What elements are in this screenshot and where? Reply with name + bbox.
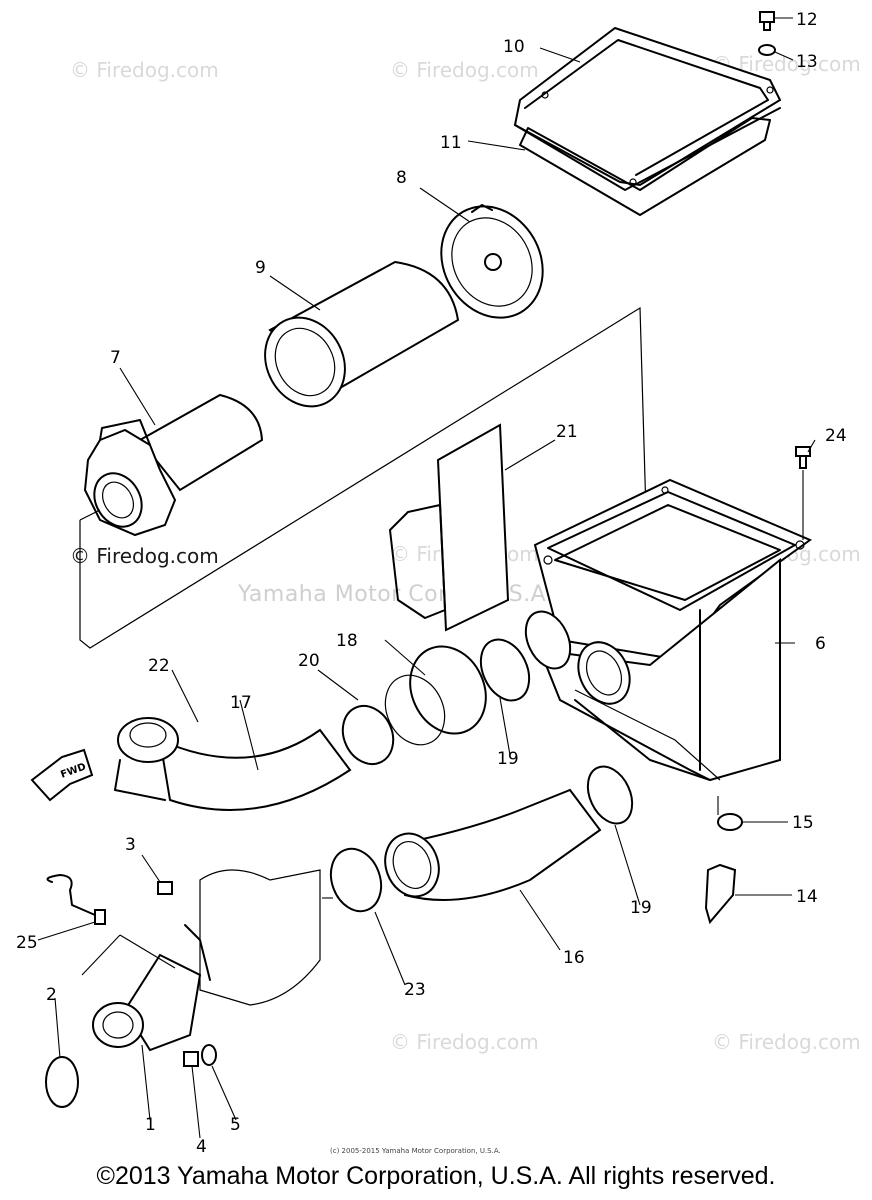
watermark-bottom-center: © Firedog.com — [390, 1030, 539, 1054]
part-1-carburetor-joint — [92, 869, 321, 1052]
part-18-joint — [409, 645, 487, 735]
part-24-bolt — [795, 446, 811, 540]
part-19-clamp-lower — [586, 765, 634, 825]
part-4-nut — [183, 1051, 199, 1067]
callout-22: 22 — [148, 656, 170, 676]
part-14-drain — [704, 863, 737, 925]
callout-15: 15 — [792, 813, 814, 833]
callout-10: 10 — [503, 37, 525, 57]
callout-12: 12 — [796, 10, 818, 30]
part-16-duct — [393, 788, 602, 901]
fwd-arrow: FWD — [30, 748, 94, 802]
part-6-airbox-case — [533, 478, 813, 782]
part-15-clip — [717, 813, 743, 831]
leader-lines — [37, 17, 816, 1139]
callout-11: 11 — [440, 133, 462, 153]
part-8-filter-cap — [440, 204, 544, 319]
callout-numbers: 12 13 10 11 8 9 7 21 24 6 18 22 20 17 19… — [16, 10, 847, 1157]
part-23-clamp — [329, 847, 383, 913]
part-3-bolt — [157, 881, 173, 895]
callout-23: 23 — [404, 980, 426, 1000]
callout-1: 1 — [145, 1115, 156, 1135]
watermark-top-center: © Firedog.com — [390, 58, 539, 82]
callout-19a: 19 — [497, 749, 519, 769]
watermark-top-left: © Firedog.com — [70, 58, 219, 82]
part-9-filter-element — [264, 260, 460, 408]
part-7-filter-holder — [83, 393, 264, 537]
callout-14: 14 — [796, 887, 818, 907]
part-17-hose — [158, 728, 352, 811]
part-20-clamp — [341, 704, 395, 766]
part-13-washer — [758, 44, 776, 56]
callout-6: 6 — [815, 634, 826, 654]
small-copyright: (c) 2005-2015 Yamaha Motor Corporation, … — [330, 1147, 501, 1155]
callout-3: 3 — [125, 835, 136, 855]
watermark-bottom-right: © Firedog.com — [712, 1030, 861, 1054]
callout-8: 8 — [396, 168, 407, 188]
callout-16: 16 — [563, 948, 585, 968]
callout-21: 21 — [556, 422, 578, 442]
watermark-mid-left: © Firedog.com — [70, 544, 219, 568]
part-19-clamp-upper — [479, 638, 531, 702]
footer-copyright: ©2013 Yamaha Motor Corporation, U.S.A. A… — [96, 1162, 776, 1190]
callout-19b: 19 — [630, 898, 652, 918]
part-5-washer — [201, 1044, 217, 1066]
part-11-gasket — [519, 117, 771, 216]
reference-outline-left — [79, 306, 651, 651]
callout-17: 17 — [230, 693, 252, 713]
part-25-wire — [46, 874, 96, 916]
part-2-cap — [45, 1056, 79, 1108]
callout-20: 20 — [298, 651, 320, 671]
callout-13: 13 — [796, 52, 818, 72]
part-21-sheet — [389, 423, 510, 632]
callout-24: 24 — [825, 426, 847, 446]
callout-2: 2 — [46, 985, 57, 1005]
callout-7: 7 — [110, 348, 121, 368]
callout-5: 5 — [230, 1115, 241, 1135]
callout-25: 25 — [16, 933, 38, 953]
callout-9: 9 — [255, 258, 266, 278]
callout-18: 18 — [336, 631, 358, 651]
part-12-bolt — [759, 11, 775, 31]
callout-4: 4 — [196, 1137, 207, 1157]
part-10-cover — [513, 26, 782, 191]
